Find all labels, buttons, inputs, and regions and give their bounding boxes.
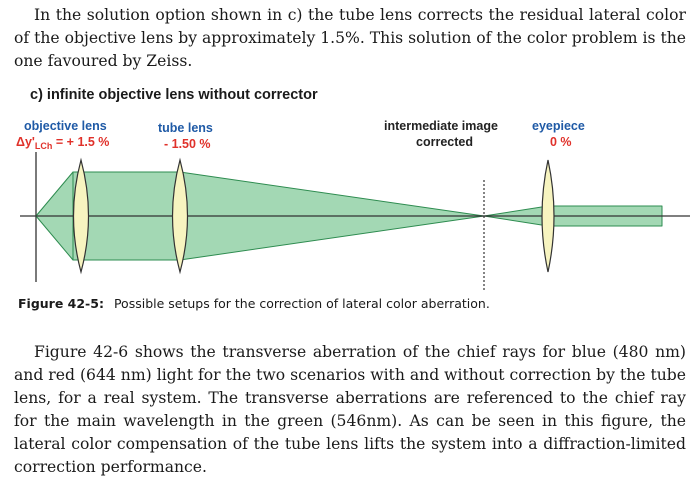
objective-lens-element bbox=[72, 157, 90, 275]
intro-paragraph: In the solution option shown in c) the t… bbox=[14, 6, 686, 70]
eyepiece-value: 0 % bbox=[550, 135, 572, 149]
objective-lens-value: Δy'LCh = + 1.5 % bbox=[16, 134, 109, 154]
objective-value-subscript: LCh bbox=[34, 141, 53, 151]
figure-caption-text: Possible setups for the correction of la… bbox=[113, 296, 490, 311]
corrected-label: corrected bbox=[416, 135, 473, 149]
body-paragraph: Figure 42-6 shows the transverse aberrat… bbox=[14, 343, 686, 476]
objective-value-text: = + 1.5 % bbox=[52, 135, 110, 149]
figure-subheading: c) infinite objective lens without corre… bbox=[30, 87, 318, 103]
tube-lens-value: - 1.50 % bbox=[164, 137, 211, 151]
objective-value-symbol: Δy' bbox=[16, 135, 35, 149]
tube-lens-element bbox=[171, 157, 189, 275]
intermediate-image-label: intermediate image bbox=[384, 119, 498, 133]
eyepiece-lens-element bbox=[541, 159, 555, 273]
tube-lens-label: tube lens bbox=[158, 121, 213, 135]
optical-setup-diagram bbox=[20, 152, 690, 290]
objective-lens-label: objective lens bbox=[24, 119, 107, 133]
figure-caption: Figure 42-5: Possible setups for the corr… bbox=[18, 296, 490, 311]
figure-caption-label: Figure 42-5: bbox=[18, 296, 104, 311]
eyepiece-label: eyepiece bbox=[532, 119, 585, 133]
